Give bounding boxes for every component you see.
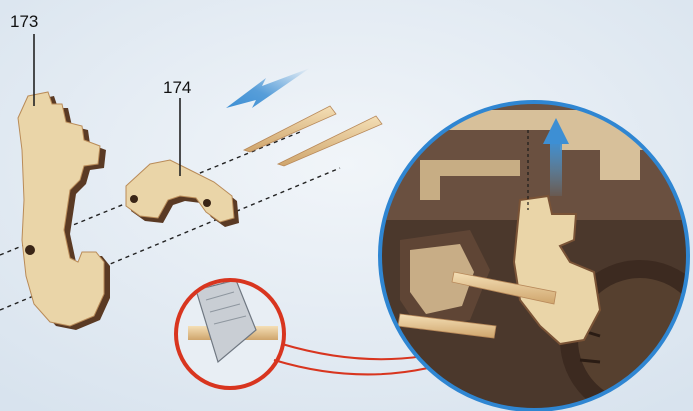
cut-detail-callout <box>176 280 284 388</box>
part-label-174: 174 <box>163 78 191 97</box>
hole-icon <box>130 195 138 203</box>
hole-icon <box>203 199 211 207</box>
hole-icon <box>25 245 35 255</box>
part-label-173: 173 <box>10 12 38 31</box>
